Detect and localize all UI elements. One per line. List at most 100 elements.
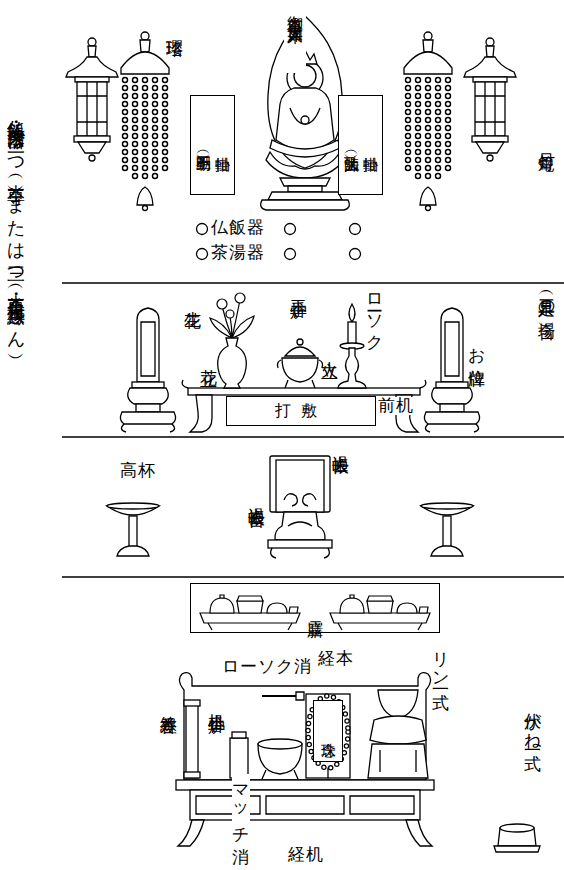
incense-burner: [277, 339, 322, 388]
part-label: 机上香炉: [208, 700, 226, 704]
flowers: [232, 316, 254, 338]
front-table: [188, 388, 420, 395]
rin-bell: [368, 744, 428, 778]
scroll-box: 掛軸（弘法大師）: [338, 95, 383, 195]
offering-bowl: [197, 224, 208, 235]
flowers: [226, 310, 234, 318]
memorial-tablet: [120, 308, 175, 432]
prayer-beads: [308, 696, 348, 768]
match-pot: [232, 732, 246, 738]
scroll-box: 掛軸（不動明王）: [190, 95, 235, 195]
part-label: 火立: [321, 348, 339, 350]
sutra-book: [306, 694, 350, 778]
candle-stand: [338, 348, 366, 388]
sutra-book: [306, 694, 350, 778]
incense-stick-holder: [186, 704, 198, 778]
tier-divider: [62, 283, 564, 577]
sutra-desk: [176, 780, 434, 790]
flowers: [210, 318, 232, 338]
dainichi-statue: [261, 200, 350, 210]
incense-burner: [285, 380, 315, 388]
offering-bowl: [285, 249, 296, 260]
candle-stand: [338, 304, 366, 388]
dainichi-statue: [268, 192, 342, 200]
candle-snuffer: [262, 692, 304, 700]
fusegane-gong: [494, 846, 540, 852]
sutra-desk: [178, 820, 204, 846]
death-register: [268, 540, 332, 548]
memorial-tablet: [424, 308, 479, 432]
incense-burner: [277, 360, 322, 368]
fusegane-gong: [494, 824, 540, 852]
offering-bowl: [350, 224, 361, 235]
part-label: お位牌: [468, 336, 486, 358]
prayer-beads: [308, 696, 348, 778]
note-text: （三具足の場合）: [538, 285, 556, 312]
dainichi-statue: [270, 140, 340, 157]
dainichi-statue: [266, 152, 344, 178]
flowers: [217, 299, 227, 309]
part-label: 吊灯篭: [538, 140, 556, 143]
death-register: [284, 494, 316, 506]
desk-incense-burner: [258, 739, 302, 779]
part-label: 茶湯器: [211, 244, 265, 262]
tray-box: 霊膳: [190, 583, 440, 633]
yoraku-ornament: [404, 32, 452, 211]
sutra-desk: [196, 796, 414, 814]
death-register: [271, 548, 330, 558]
sutra-desk: [406, 820, 432, 846]
flower-vase: [218, 338, 247, 388]
beads-box: 念珠: [313, 700, 343, 762]
hanging-lantern: [464, 38, 516, 161]
part-label: 線香差: [160, 702, 178, 705]
front-table: [190, 395, 212, 432]
death-register: [275, 512, 325, 540]
candle-stand: [348, 322, 356, 344]
death-register: [268, 456, 332, 558]
desk-incense-burner: [258, 739, 302, 749]
death-register: [288, 522, 312, 526]
match-pot: [230, 732, 248, 778]
dainichi-statue: [301, 116, 309, 124]
part-label: ローソク消: [222, 658, 312, 676]
incense-stick-holder: [184, 700, 200, 706]
candle-snuffer: [296, 692, 304, 700]
incense-burner: [282, 358, 318, 382]
part-label: 高杯: [120, 462, 156, 480]
part-label: 過去帳台: [248, 494, 266, 498]
part-label: 仏飯器: [211, 219, 265, 237]
match-pot: [230, 738, 248, 778]
part-label: ローソク: [366, 282, 384, 343]
front-table: [182, 380, 426, 432]
offering-bowl: [350, 249, 361, 260]
note-text: 仏飯器・茶湯器は一つ（本尊） または三つ（本尊・先祖・無縁さん）: [4, 106, 27, 462]
rin-bell: [380, 750, 416, 772]
rin-bell: [368, 690, 428, 778]
offering-bowl: [197, 249, 208, 260]
part-label: リン一式: [432, 640, 450, 682]
part-label: 生花: [184, 298, 202, 300]
sutra-desk: [176, 673, 434, 846]
part-label: 経本: [318, 650, 354, 668]
flowers: [235, 293, 245, 303]
death-register: [276, 460, 324, 512]
cloth-box: 打敷: [226, 396, 376, 426]
incense-stick-holder: [184, 772, 200, 778]
flowers: [210, 293, 254, 338]
part-label: 前机: [378, 397, 414, 415]
yoraku-ornament: [121, 32, 169, 211]
dainichi-statue: [280, 178, 330, 186]
dainichi-statue: [276, 88, 334, 150]
offering-tray: [200, 595, 300, 630]
rin-bell: [378, 690, 418, 718]
part-label: 伏がね一式: [524, 700, 542, 743]
offering-stand: [107, 503, 159, 556]
prayer-beads: [327, 768, 328, 778]
desk-incense-burner: [262, 770, 298, 779]
offering-stand: [421, 503, 473, 556]
part-label: マッチ消: [232, 774, 250, 836]
